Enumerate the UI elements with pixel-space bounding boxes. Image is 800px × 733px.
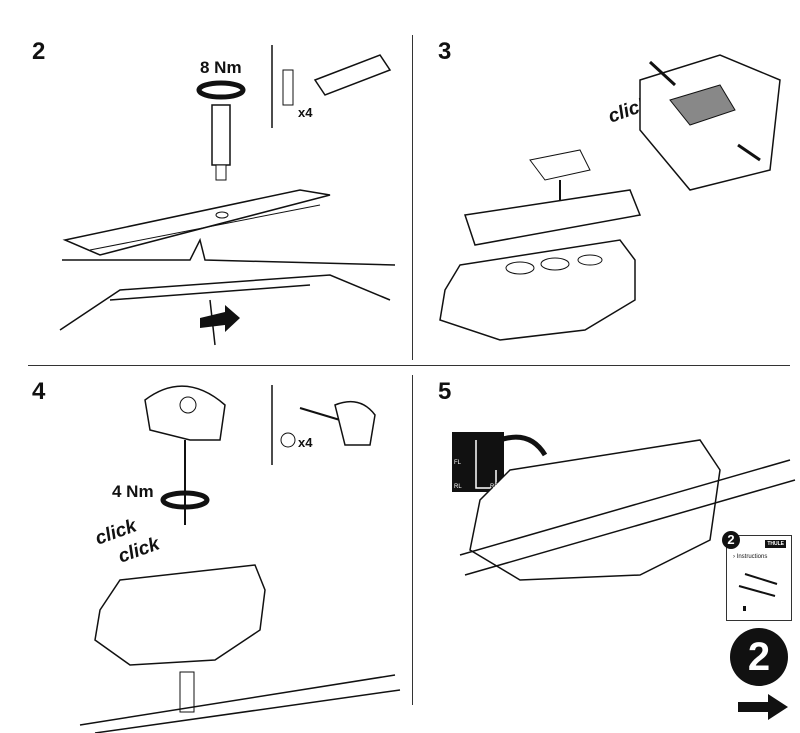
quantity-label: x4 <box>298 105 313 120</box>
quantity-label: x4 <box>298 435 313 450</box>
step-number: 4 <box>32 378 46 405</box>
step-number: 3 <box>438 38 452 65</box>
divider-vertical-top <box>412 35 413 360</box>
torque-label: 4 Nm <box>112 482 154 501</box>
step-2-illustration <box>59 45 396 346</box>
arrow-right-icon <box>738 694 788 720</box>
divider-horizontal <box>28 365 790 366</box>
booklet-number: 2 <box>722 531 740 549</box>
divider-vertical-bottom <box>412 375 413 705</box>
position-label: FL <box>454 460 462 466</box>
booklet-title: › Instructions <box>733 554 768 560</box>
next-page-number: 2 <box>730 628 788 686</box>
instructions-booklet-reference: 2 THULE › Instructions <box>722 531 792 621</box>
step-number: 5 <box>438 378 452 405</box>
booklet-brand: THULE <box>765 540 786 548</box>
step-number: 2 <box>32 38 46 65</box>
step-3-illustration <box>439 54 781 341</box>
position-label: RL <box>454 484 462 490</box>
roof-bars-icon <box>738 573 778 611</box>
step-4-illustration <box>79 385 401 733</box>
position-label: RR <box>490 484 499 490</box>
torque-label: 8 Nm <box>200 58 242 77</box>
